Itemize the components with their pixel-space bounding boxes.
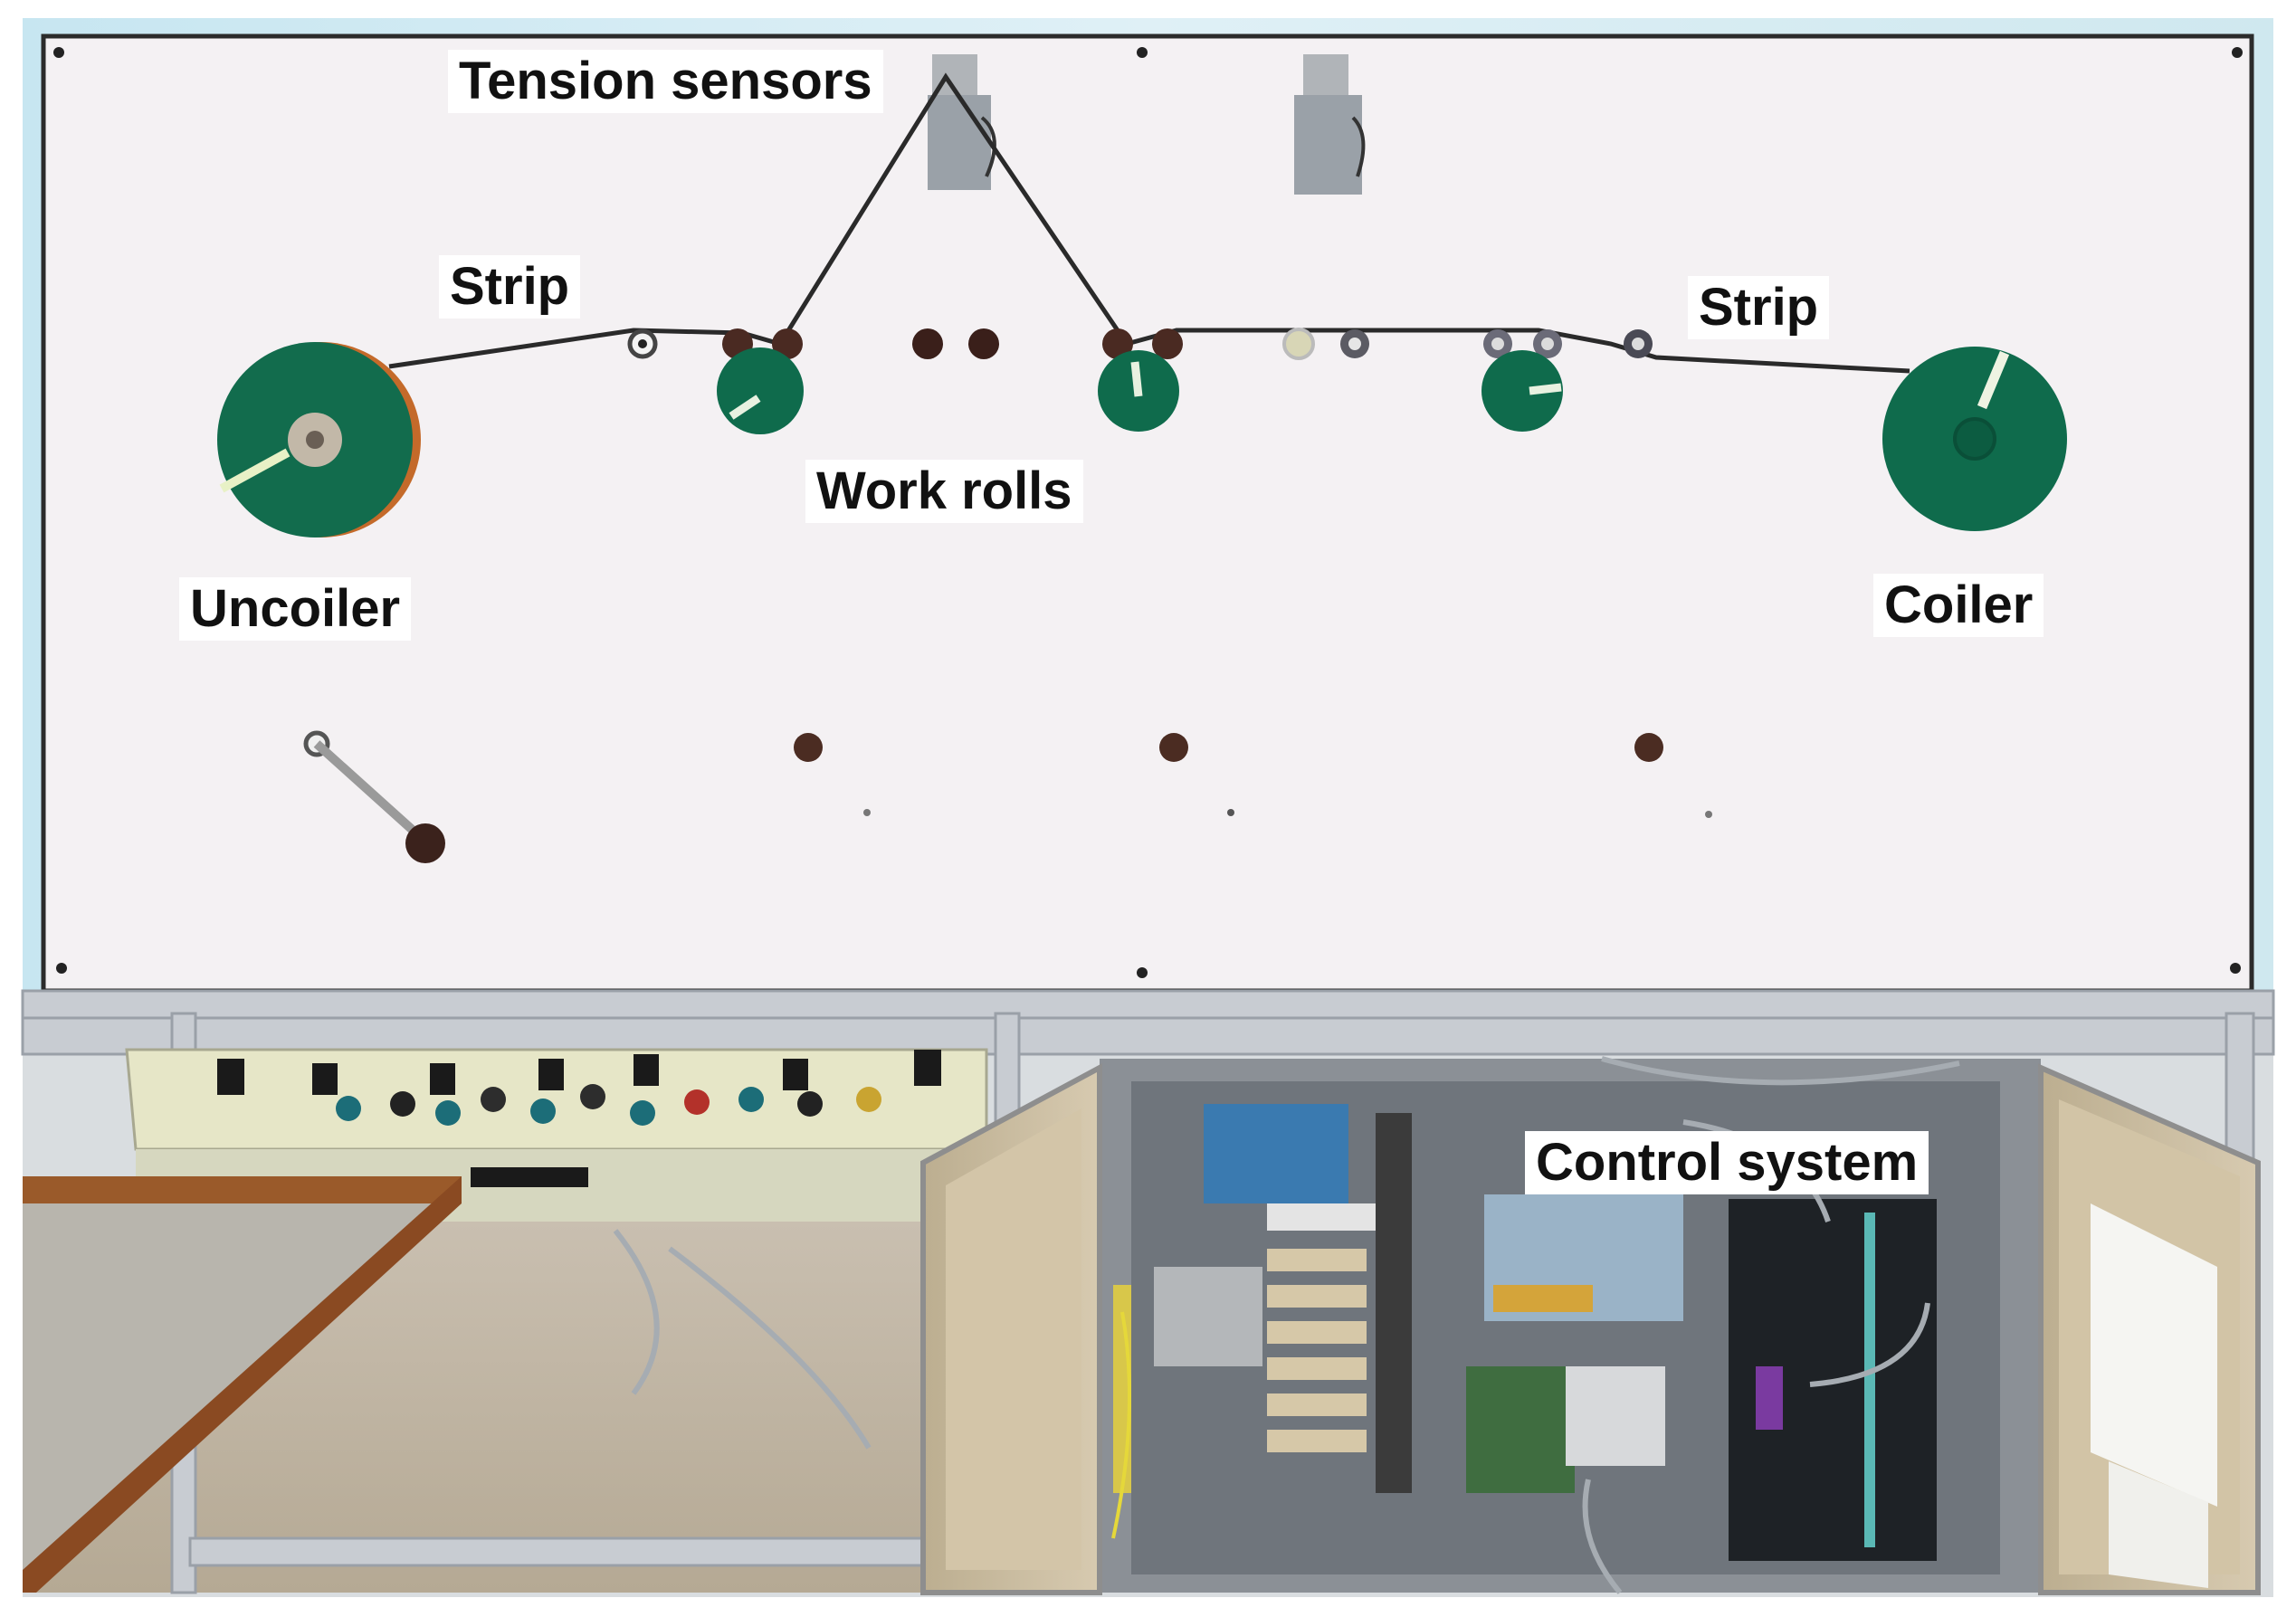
work-roll-1 <box>717 347 804 434</box>
label-work-rolls: Work rolls <box>805 460 1083 523</box>
tension-sensor-right <box>1294 54 1366 195</box>
work-roll-2 <box>1098 350 1179 432</box>
lower-fixtures <box>303 730 1712 863</box>
label-control-system: Control system <box>1525 1131 1929 1194</box>
label-uncoiler: Uncoiler <box>179 577 412 641</box>
deflector-rolls <box>627 328 1653 360</box>
tension-sensor-left <box>928 54 996 190</box>
label-strip-left: Strip <box>439 255 581 319</box>
label-tension-sensors: Tension sensors <box>448 50 883 113</box>
cabinet-door-left <box>920 1062 1102 1595</box>
board-screws <box>53 47 2243 978</box>
work-roll-3 <box>1481 350 1563 432</box>
label-strip-right: Strip <box>1688 276 1830 339</box>
label-coiler: Coiler <box>1873 574 2044 637</box>
coiler-reel <box>1882 347 2067 531</box>
uncoiler-reel <box>217 342 421 537</box>
table-left <box>23 1176 462 1593</box>
yellow-wire <box>1111 1311 1131 1539</box>
cabinet-door-right <box>2038 1063 2261 1595</box>
